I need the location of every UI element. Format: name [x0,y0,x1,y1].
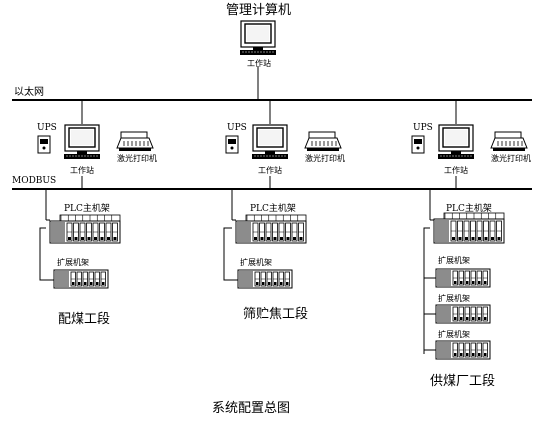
printer-icon-3 [490,131,528,151]
printer-icon-1 [116,131,154,151]
expansion-label-2: 扩展机架 [240,258,272,267]
expansion-label-3a: 扩展机架 [438,256,470,265]
plc3-exp-link [423,227,430,354]
plc2-exp-link [223,227,238,281]
ups-icon-1 [37,135,51,154]
expansion-rack-icon-3b [435,304,491,324]
mgmt-computer-label: 管理计算机 [226,3,292,18]
workstation-group-1 [37,100,154,189]
plc-rack-icon-1 [49,214,121,244]
expansion-label-3c: 扩展机架 [438,330,470,339]
expansion-rack-icon-3a [435,268,491,288]
workstation-group-3 [411,100,528,189]
ups-label-1: UPS [37,123,57,133]
plc-rack-label-1: PLC主机架 [64,204,110,214]
expansion-label-1: 扩展机架 [57,258,89,267]
printer-label-3: 激光打印机 [491,154,531,163]
plc-group-2 [223,189,307,289]
ethernet-label: 以太网 [14,87,44,98]
plc-rack-icon-2 [235,214,307,244]
workstation-icon-3 [438,124,474,159]
plc-rack-label-3: PLC主机架 [446,204,492,214]
mgmt-monitor-icon [240,20,276,55]
workstation-icon-2 [252,124,288,159]
mgmt-computer-icon [240,20,276,55]
workstation-groups [37,100,528,189]
plc-group-1 [39,189,121,289]
plc-groups [39,189,505,360]
printer-icon-2 [304,131,342,151]
mgmt-workstation-label: 工作站 [247,59,271,68]
ups-label-3: UPS [413,123,433,133]
diagram-title: 系统配置总图 [212,401,291,416]
plc-rack-icon-3 [433,212,505,244]
plc-group-3 [423,189,505,360]
ups-label-2: UPS [227,123,247,133]
workstation-label-1: 工作站 [70,166,94,175]
workstation-label-2: 工作站 [258,166,282,175]
ups-icon-2 [225,135,239,154]
expansion-rack-icon-3c [435,340,491,360]
section-name-1: 配煤工段 [58,312,111,327]
expansion-label-3b: 扩展机架 [438,294,470,303]
expansion-rack-icon-1 [53,269,109,289]
workstation-label-3: 工作站 [444,166,468,175]
ups-icon-3 [411,135,425,154]
printer-label-1: 激光打印机 [117,154,157,163]
section-name-2: 筛贮焦工段 [243,307,309,322]
plc1-exp-link [39,227,54,281]
section-name-3: 供煤厂工段 [430,374,496,389]
plc-rack-label-2: PLC主机架 [250,204,296,214]
workstation-group-2 [225,100,342,189]
printer-label-2: 激光打印机 [305,154,345,163]
workstation-icon-1 [64,124,100,159]
expansion-rack-icon-2 [237,269,293,289]
modbus-label: MODBUS [12,176,57,186]
